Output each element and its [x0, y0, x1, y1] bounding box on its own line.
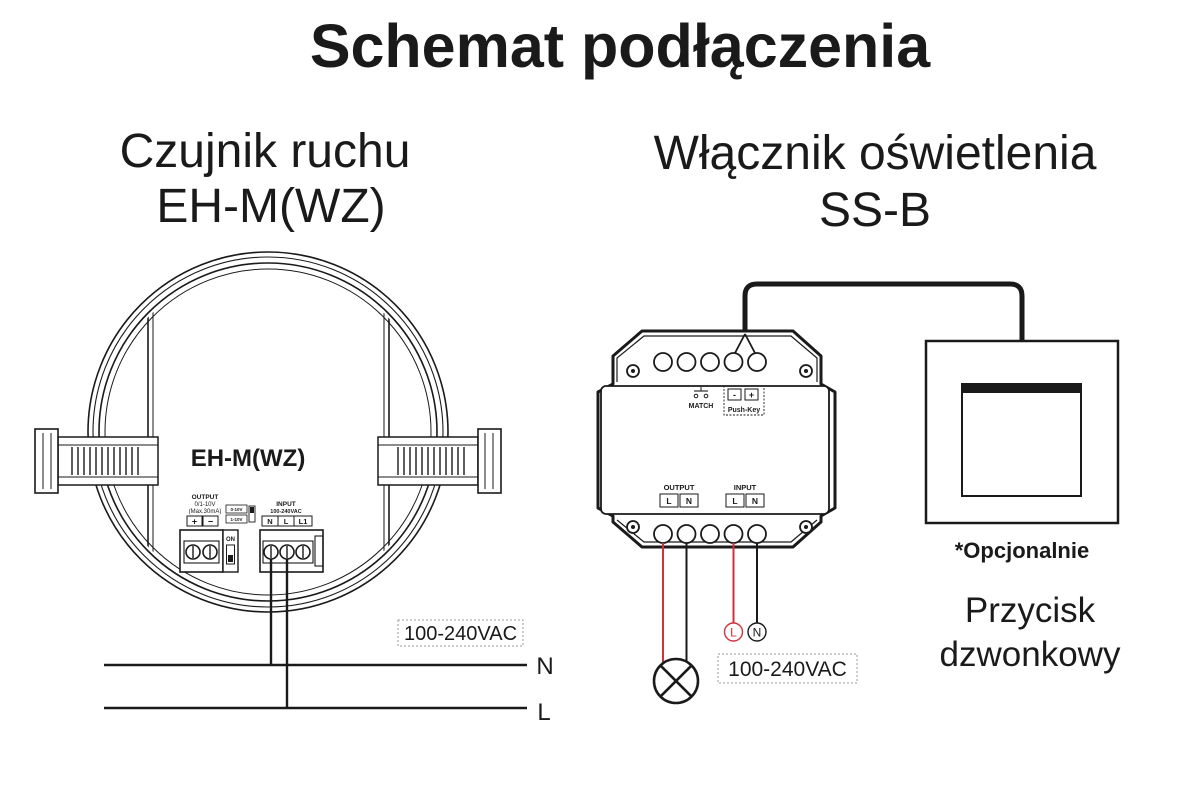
sensor-mode-1-10: 1-10V	[230, 517, 242, 522]
switch-label-panel	[600, 385, 830, 515]
optional-note: *Opcjonalnie	[955, 538, 1089, 563]
switch-mount-hole-bottom-right-center	[804, 525, 808, 529]
switch-input-n-box	[745, 493, 765, 508]
push-button-key-top-bar	[962, 384, 1081, 393]
button-cable	[742, 281, 1025, 341]
match-label: MATCH	[689, 403, 714, 410]
sensor-output-minus: −	[208, 517, 213, 527]
switch-mount-hole-top-right-center	[804, 369, 808, 373]
sensor-ring-outer	[87, 251, 449, 613]
left-clip-end-plate	[34, 428, 59, 494]
doorbell-push-button	[924, 339, 1120, 525]
right-heading-line1: Włącznik oświetlenia	[654, 127, 1097, 180]
switch-top-terminal-1	[653, 352, 673, 372]
push-key-label: Push-Key	[728, 407, 760, 414]
switch-output-l: L	[666, 496, 671, 506]
sensor-input-title: INPUT	[276, 501, 296, 508]
left-mounting-clip	[34, 428, 159, 494]
sensor-input-l1-box	[293, 515, 313, 527]
push-key-plus: +	[749, 390, 754, 400]
diagram-title: Schemat podłączenia	[310, 12, 931, 80]
sensor-output-plus: +	[192, 517, 197, 527]
sensor-input-l1: L1	[299, 517, 308, 526]
switch-output-n-box	[679, 493, 699, 508]
supply-l-label: L	[730, 626, 737, 640]
push-key-plus-box	[744, 388, 759, 401]
switch-top-terminal-3	[700, 352, 720, 372]
right-mounting-clip	[377, 428, 502, 494]
switch-output-n: N	[686, 496, 692, 506]
right-supply-label: 100-240VAC	[728, 658, 847, 681]
sensor-input-n: N	[267, 517, 272, 526]
switch-output-l-box	[659, 493, 679, 508]
switch-bottom-terminal-input-l	[723, 524, 744, 544]
right-clip-end-plate	[477, 428, 502, 494]
sensor-mode-0-10: 0-10V	[230, 507, 242, 512]
sensor-output-plus-box	[186, 515, 203, 527]
sensor-mode-1-10-box	[225, 514, 248, 524]
motion-sensor-device: EH-M(WZ) OUTPUT 0/1-10V (Max.30mA) + − 0…	[34, 251, 502, 613]
light-switch-device: MATCH - + Push-Key OUTPUT L N INPUT L N	[596, 329, 837, 549]
sensor-model-label: EH-M(WZ)	[191, 445, 306, 472]
left-heading-line1: Czujnik ruchu	[120, 125, 411, 178]
mains-line-n-label: N	[536, 653, 553, 680]
sensor-ring-2	[92, 256, 444, 608]
sensor-on-switch-label: ON	[226, 537, 235, 543]
left-supply-label-box	[397, 619, 524, 647]
sensor-output-title: OUTPUT	[192, 494, 219, 501]
switch-bottom-terminal-output-l	[653, 524, 673, 544]
supply-l-marker	[723, 622, 744, 642]
switch-input-n: N	[752, 496, 758, 506]
left-heading-line2: EH-M(WZ)	[156, 180, 385, 233]
button-cable-core-1	[734, 333, 746, 354]
push-button-caption-line1: Przycisk	[965, 591, 1096, 630]
switch-bottom-terminal-output-n	[676, 524, 697, 544]
button-cable-core-2	[744, 333, 756, 354]
switch-top-terminal-2	[676, 352, 697, 372]
right-clip-spring-coil	[397, 447, 465, 475]
push-key-minus: -	[733, 390, 736, 400]
sensor-input-terminal-tab	[314, 535, 324, 567]
sensor-input-l: L	[284, 517, 289, 526]
sensor-input-voltage: 100-240VAC	[270, 509, 301, 515]
switch-output-title: OUTPUT	[664, 483, 695, 492]
switch-bottom-terminal-3	[700, 524, 720, 544]
sensor-output-signal: 0/1-10V	[194, 502, 215, 508]
push-button-key	[961, 383, 1082, 497]
left-clip-spring-coil	[71, 447, 139, 475]
lamp-symbol	[652, 657, 700, 705]
left-supply-label: 100-240VAC	[404, 623, 517, 645]
sensor-mode-dip-knob	[250, 507, 254, 513]
switch-mount-hole-top-left-center	[631, 369, 635, 373]
sensor-output-max: (Max.30mA)	[189, 509, 222, 515]
switch-input-title: INPUT	[734, 483, 757, 492]
switch-top-terminal-push-plus	[747, 352, 767, 372]
match-button-contact-left	[693, 393, 699, 399]
switch-housing-inner-top	[616, 335, 818, 382]
match-button-contact-right	[703, 393, 709, 399]
switch-bottom-terminal-input-n	[747, 524, 767, 544]
sensor-output-minus-box	[202, 515, 219, 527]
sensor-output-terminal-frame	[183, 540, 220, 564]
sensor-mode-0-10-box	[225, 504, 248, 514]
supply-n-marker	[747, 622, 767, 642]
mains-line-l-label: L	[537, 699, 550, 726]
sensor-on-switch-knob	[228, 555, 233, 562]
sensor-on-switch-track	[226, 544, 235, 565]
push-key-minus-box	[727, 388, 742, 401]
switch-mount-hole-bottom-left-center	[631, 525, 635, 529]
switch-input-l-box	[725, 493, 745, 508]
switch-top-terminal-push-minus	[723, 352, 744, 372]
sensor-mode-dip-switch	[248, 505, 256, 523]
lamp-cross-2	[659, 664, 693, 698]
push-button-caption-line2: dzwonkowy	[940, 635, 1121, 674]
push-key-dashed-box	[723, 385, 765, 416]
supply-n-label: N	[753, 626, 762, 640]
sensor-ring-3	[98, 262, 438, 602]
sensor-ring-inner	[104, 268, 432, 596]
right-heading-line2: SS-B	[819, 184, 931, 237]
right-supply-label-box	[717, 653, 858, 684]
switch-input-l: L	[732, 496, 737, 506]
